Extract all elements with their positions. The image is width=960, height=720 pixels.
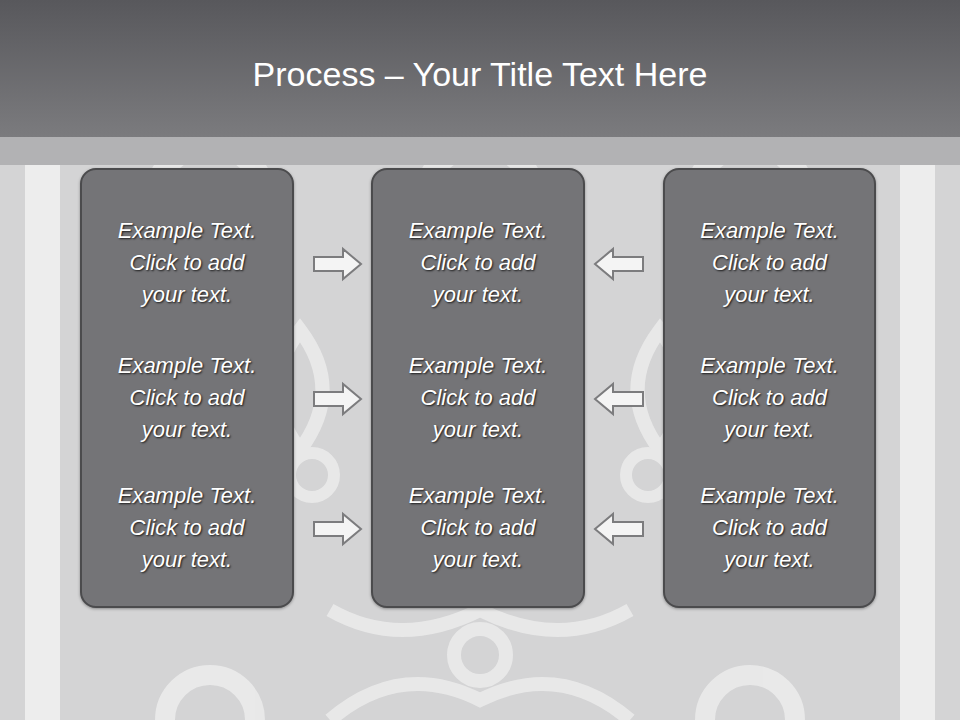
- text-row: Example Text. Click to add your text.: [373, 350, 583, 446]
- block-arrow: [314, 514, 361, 544]
- body-text: Example Text. Click to add your text.: [108, 215, 266, 311]
- body-text: Example Text. Click to add your text.: [691, 215, 849, 311]
- body-text: Example Text. Click to add your text.: [399, 215, 557, 311]
- body-text: Example Text. Click to add your text.: [108, 350, 266, 446]
- body-text: Example Text. Click to add your text.: [399, 480, 557, 576]
- side-stripe: [900, 137, 935, 720]
- block-arrow: [314, 249, 361, 279]
- header-band: [0, 0, 960, 137]
- process-box: Example Text. Click to add your text. Exa…: [80, 168, 294, 608]
- process-box: Example Text. Click to add your text. Exa…: [371, 168, 585, 608]
- ornament-ring: [165, 675, 255, 720]
- text-row: Example Text. Click to add your text.: [665, 350, 874, 446]
- text-row: Example Text. Click to add your text.: [665, 215, 874, 311]
- ornament-ring: [454, 629, 506, 681]
- block-arrow: [595, 384, 643, 414]
- body-text: Example Text. Click to add your text.: [691, 350, 849, 446]
- text-row: Example Text. Click to add your text.: [665, 480, 874, 576]
- side-stripe: [25, 137, 60, 720]
- text-row: Example Text. Click to add your text.: [373, 215, 583, 311]
- body-text: Example Text. Click to add your text.: [108, 480, 266, 576]
- header-sub-band: [0, 137, 960, 165]
- ornament-curve: [330, 610, 630, 630]
- text-row: Example Text. Click to add your text.: [82, 350, 292, 446]
- text-row: Example Text. Click to add your text.: [82, 480, 292, 576]
- text-row: Example Text. Click to add your text.: [373, 480, 583, 576]
- ornament-curve: [330, 684, 630, 720]
- process-box: Example Text. Click to add your text. Exa…: [663, 168, 876, 608]
- ornament-ring: [705, 675, 795, 720]
- body-text: Example Text. Click to add your text.: [399, 350, 557, 446]
- block-arrow: [595, 514, 643, 544]
- block-arrow: [314, 384, 361, 414]
- body-text: Example Text. Click to add your text.: [691, 480, 849, 576]
- text-row: Example Text. Click to add your text.: [82, 215, 292, 311]
- block-arrow: [595, 249, 643, 279]
- slide-title: Process – Your Title Text Here: [40, 52, 920, 96]
- ornament-ring: [290, 453, 334, 497]
